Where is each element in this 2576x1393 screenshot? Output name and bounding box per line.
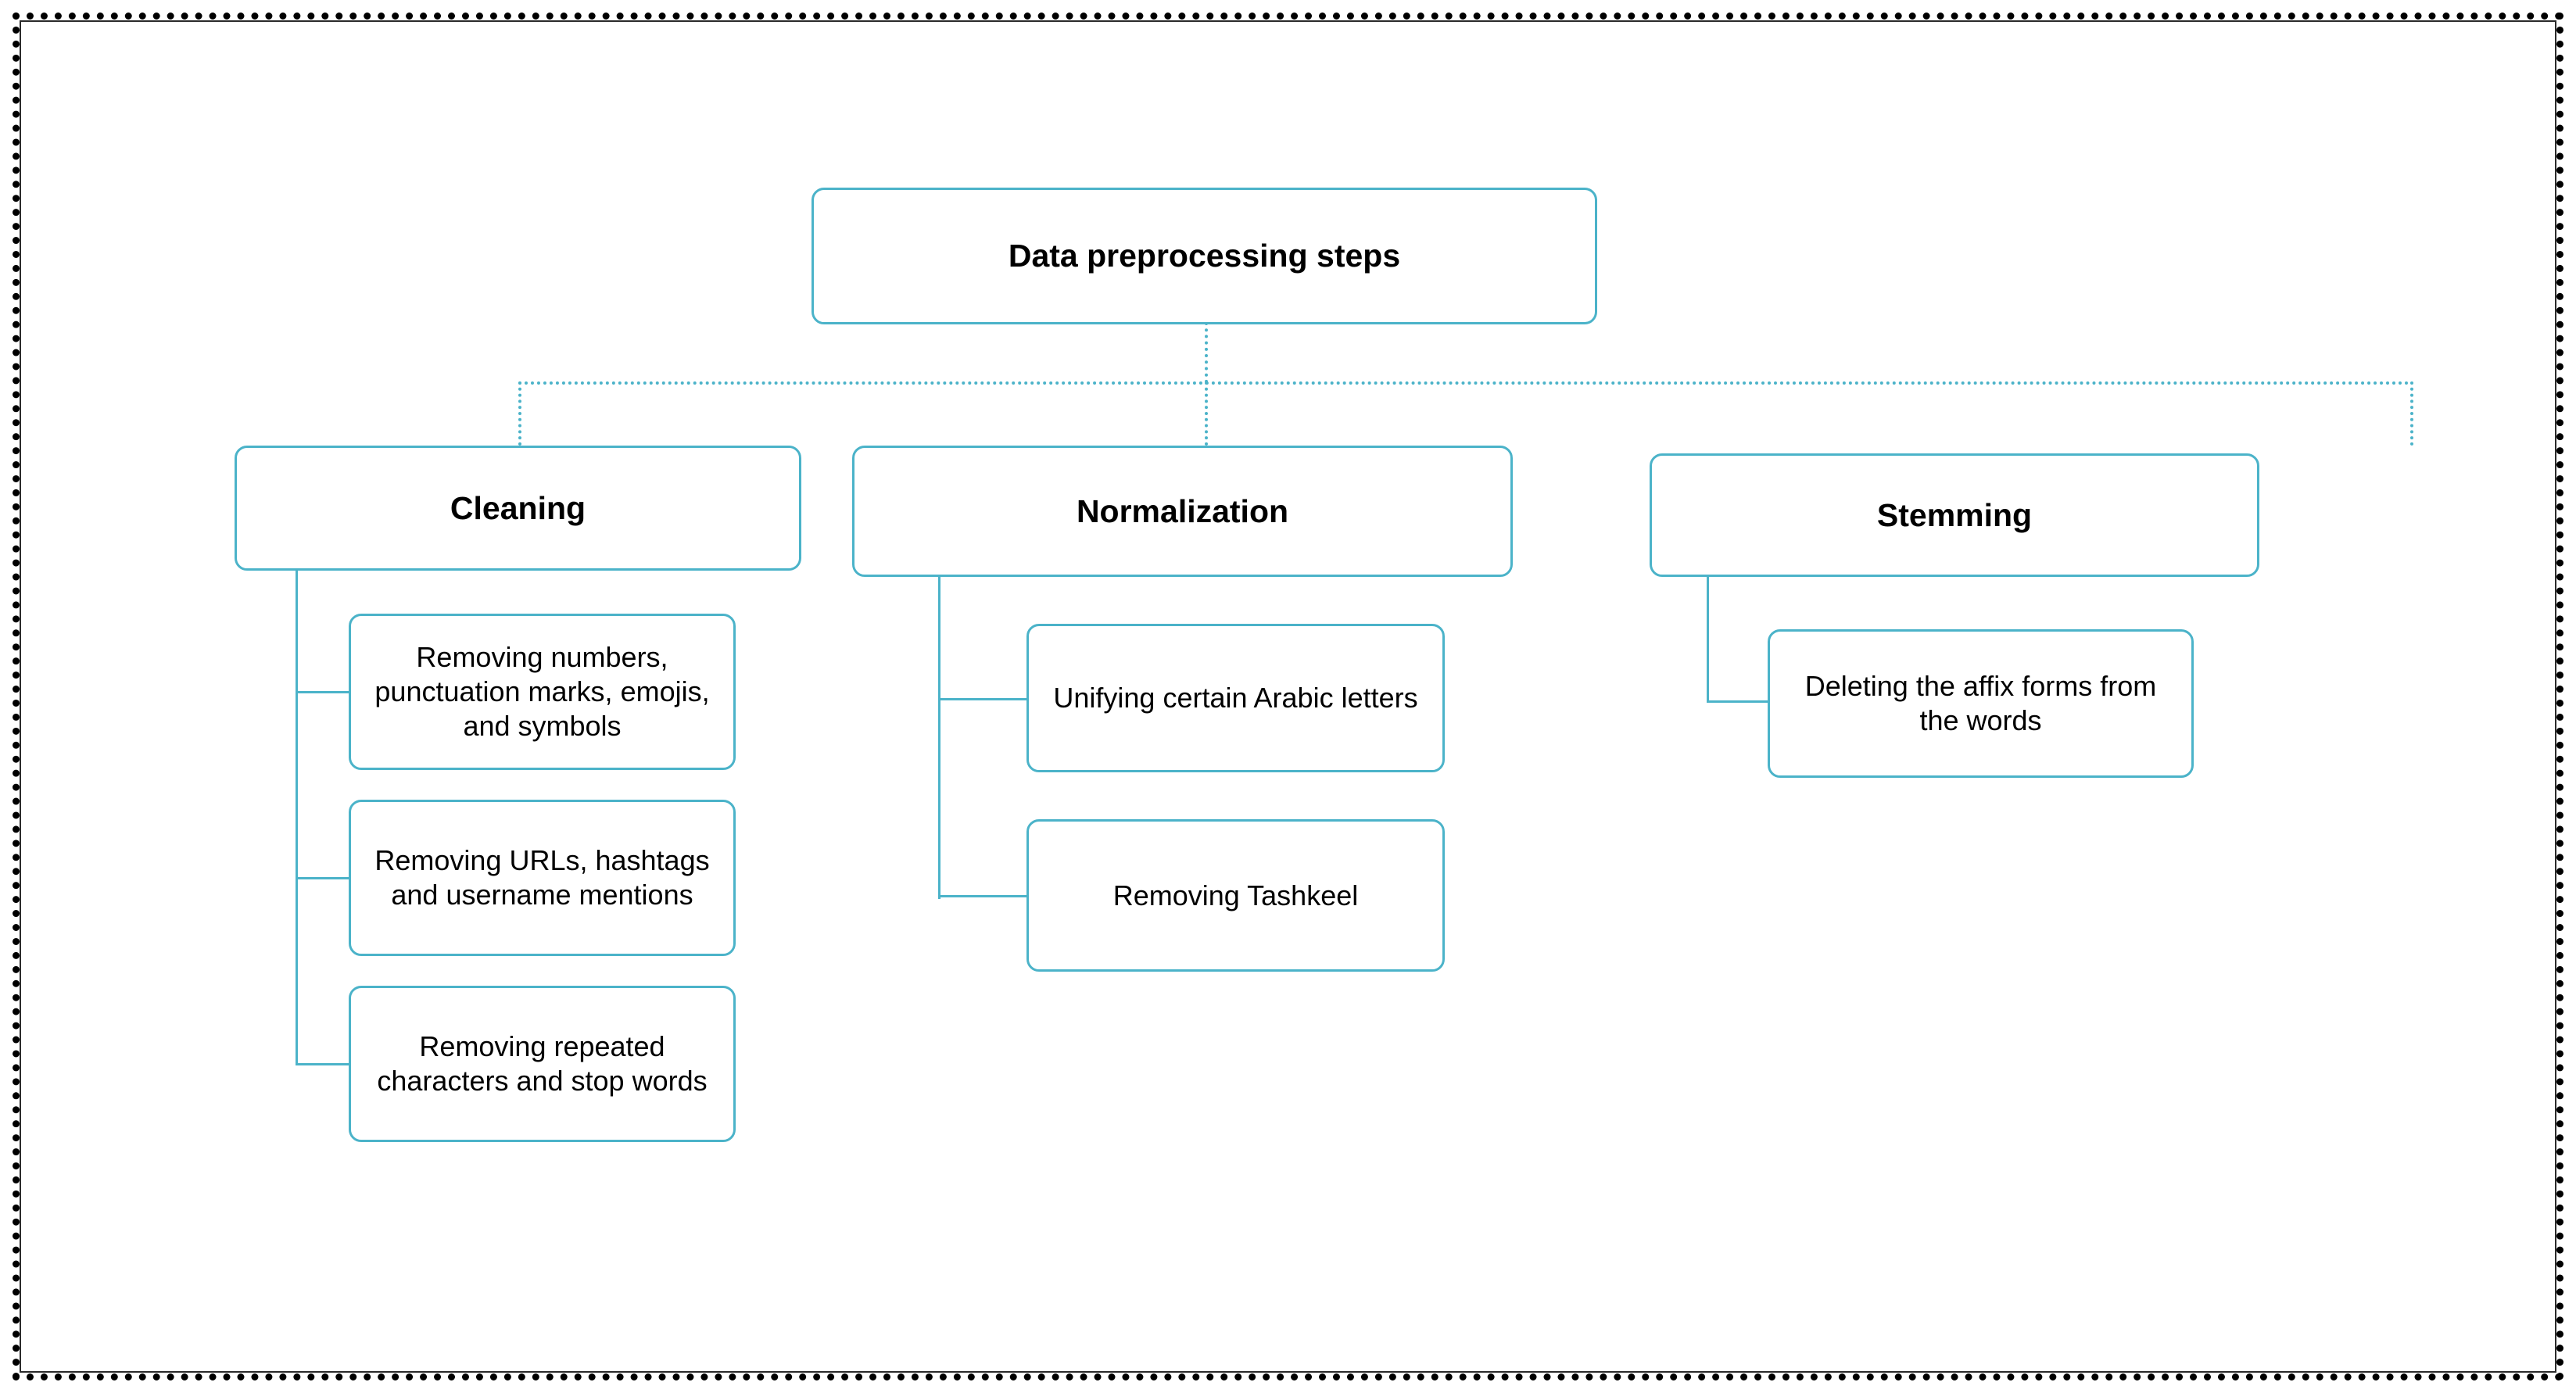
node-branch-cleaning[interactable]: Cleaning <box>235 446 801 571</box>
connector-normalization-to-leaf-2 <box>938 895 1028 897</box>
node-leaf-stemming-1-label: Deleting the affix forms from the words <box>1804 670 2157 736</box>
connector-root-stem <box>1205 322 1208 383</box>
connector-stemming-spine <box>1707 577 1709 702</box>
connector-root-bus <box>518 381 2410 385</box>
outer-dotted-border <box>13 13 2563 1380</box>
connector-stemming-to-leaf-1 <box>1707 700 1769 703</box>
node-leaf-normalization-1[interactable]: Unifying certain Arabic letters <box>1026 624 1445 772</box>
node-root[interactable]: Data preprocessing steps <box>811 188 1597 324</box>
node-leaf-normalization-1-label: Unifying certain Arabic letters <box>1053 682 1418 714</box>
node-leaf-cleaning-2[interactable]: Removing URLs, hashtags and username men… <box>349 800 736 956</box>
node-branch-normalization-label: Normalization <box>1076 492 1289 529</box>
node-branch-stemming-label: Stemming <box>1876 496 2033 533</box>
node-leaf-cleaning-1[interactable]: Removing numbers, punctuation marks, emo… <box>349 614 736 770</box>
connector-cleaning-spine <box>296 571 298 1063</box>
node-root-label: Data preprocessing steps <box>1008 238 1401 274</box>
node-leaf-cleaning-3-label: Removing repeated characters and stop wo… <box>377 1030 708 1097</box>
connector-root-to-normalization <box>1205 381 1208 446</box>
node-branch-cleaning-label: Cleaning <box>450 489 586 526</box>
connector-cleaning-to-leaf-1 <box>296 691 350 693</box>
connector-root-to-stemming <box>2410 381 2413 446</box>
node-leaf-cleaning-2-label: Removing URLs, hashtags and username men… <box>374 844 710 911</box>
connector-root-to-cleaning <box>518 381 521 446</box>
node-leaf-normalization-2-label: Removing Tashkeel <box>1112 879 1359 911</box>
node-leaf-normalization-2[interactable]: Removing Tashkeel <box>1026 819 1445 972</box>
node-leaf-cleaning-1-label: Removing numbers, punctuation marks, emo… <box>374 641 710 742</box>
connector-cleaning-to-leaf-3 <box>296 1063 350 1065</box>
node-leaf-cleaning-3[interactable]: Removing repeated characters and stop wo… <box>349 986 736 1142</box>
connector-normalization-to-leaf-1 <box>938 698 1028 700</box>
connector-cleaning-to-leaf-2 <box>296 877 350 879</box>
connector-normalization-spine <box>938 571 940 899</box>
node-leaf-stemming-1[interactable]: Deleting the affix forms from the words <box>1768 629 2194 778</box>
node-branch-normalization[interactable]: Normalization <box>852 446 1513 577</box>
node-branch-stemming[interactable]: Stemming <box>1650 453 2259 577</box>
